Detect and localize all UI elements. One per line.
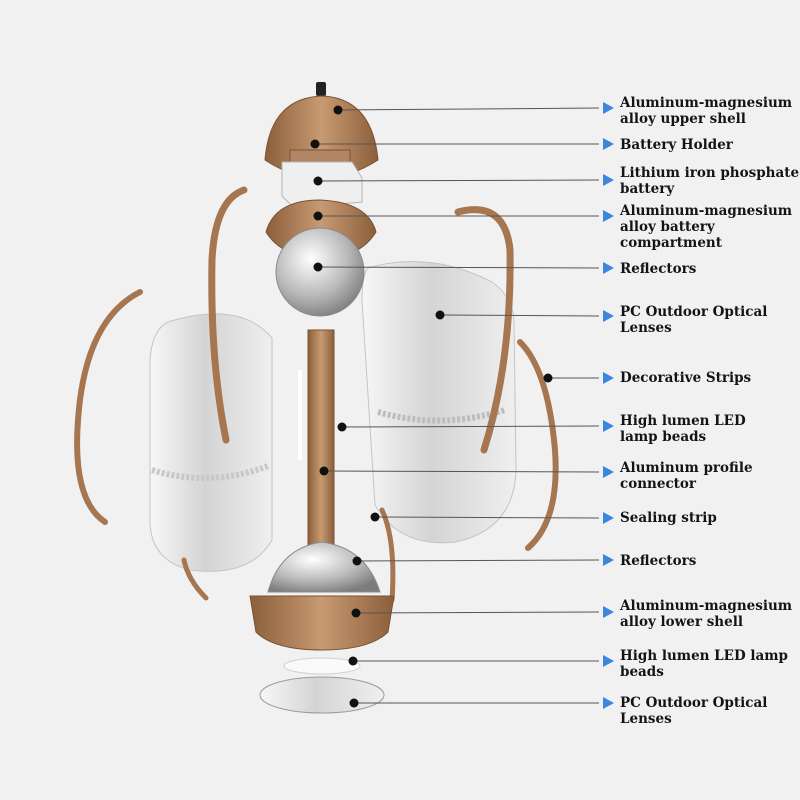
leader-line-lower-shell xyxy=(355,611,600,614)
callout-label-battery-compartment: Aluminum-magnesium alloy battery compart… xyxy=(620,203,793,251)
callout-label-reflectors-top: Reflectors xyxy=(620,261,697,277)
lower-shell-shape xyxy=(249,595,395,651)
callout-leaders xyxy=(310,105,600,708)
arrow-icon xyxy=(603,174,614,186)
arrow-icon xyxy=(603,554,614,566)
leader-line-lithium-battery xyxy=(317,179,600,182)
sealing-strip-left-shape xyxy=(181,557,209,601)
callout-label-pc-lenses-bottom: PC Outdoor Optical Lenses xyxy=(620,695,768,727)
leader-dot-pc-lenses-bottom xyxy=(349,698,359,708)
callout-label-battery-holder: Battery Holder xyxy=(620,137,733,153)
leader-dot-lithium-battery xyxy=(313,176,323,186)
decorative-strip-left-inner xyxy=(208,186,248,444)
led-ring-bottom-shape xyxy=(283,657,361,675)
arrow-icon xyxy=(603,102,614,114)
arrow-icon xyxy=(603,138,614,150)
left-lens-shell xyxy=(149,313,273,572)
arrow-icon xyxy=(603,512,614,524)
leader-dot-pc-lenses-side xyxy=(435,310,445,320)
leader-dot-decorative-strips xyxy=(543,373,553,383)
callout-label-led-beads-center: High lumen LED lamp beads xyxy=(620,413,746,445)
arrow-icon xyxy=(603,420,614,432)
leader-dot-battery-holder xyxy=(310,139,320,149)
decorative-strip-right-outer xyxy=(517,339,559,551)
bottom-lens-shape xyxy=(259,676,385,714)
callout-label-decorative-strips: Decorative Strips xyxy=(620,370,752,386)
arrow-icon xyxy=(603,466,614,478)
decorative-strip-right-inner xyxy=(454,206,514,454)
callout-label-led-beads-bottom: High lumen LED lamp beads xyxy=(620,648,788,680)
callout-label-pc-lenses-side: PC Outdoor Optical Lenses xyxy=(620,304,768,336)
leader-line-reflectors-top xyxy=(317,266,600,269)
leader-dot-led-beads-center xyxy=(337,422,347,432)
arrow-icon xyxy=(603,310,614,322)
decorative-strip-left-outer xyxy=(74,289,143,525)
leader-dot-sealing-strip xyxy=(370,512,380,522)
arrow-icon xyxy=(603,210,614,222)
leader-dot-upper-shell xyxy=(333,105,343,115)
arrow-icon xyxy=(603,606,614,618)
callout-label-upper-shell: Aluminum-magnesium alloy upper shell xyxy=(620,95,793,127)
callout-label-reflectors-bottom: Reflectors xyxy=(620,553,697,569)
leader-dot-battery-compartment xyxy=(313,211,323,221)
callout-label-lithium-battery: Lithium iron phosphate battery xyxy=(620,165,800,197)
leader-line-upper-shell xyxy=(337,107,600,111)
leader-line-reflectors-bottom xyxy=(356,559,600,562)
callout-label-lower-shell: Aluminum-magnesium alloy lower shell xyxy=(620,598,793,630)
callout-label-profile-connector: Aluminum profile connector xyxy=(620,460,753,492)
leader-line-led-beads-center xyxy=(341,425,600,428)
profile-connector-shape xyxy=(307,329,335,551)
leader-dot-led-beads-bottom xyxy=(348,656,358,666)
battery-shape xyxy=(281,161,363,209)
leader-line-pc-lenses-side xyxy=(439,314,600,317)
left-lens-pattern xyxy=(151,463,270,482)
reflector-top-shape xyxy=(275,227,365,317)
arrow-icon xyxy=(603,655,614,667)
leader-line-profile-connector xyxy=(323,470,600,473)
leader-line-sealing-strip xyxy=(374,516,600,519)
leader-dot-profile-connector xyxy=(319,466,329,476)
arrow-icon xyxy=(603,262,614,274)
top-knob xyxy=(316,82,326,96)
arrow-icon xyxy=(603,372,614,384)
reflector-bottom-shape xyxy=(267,541,381,593)
leader-dot-lower-shell xyxy=(351,608,361,618)
leader-dot-reflectors-bottom xyxy=(352,556,362,566)
right-lens-shell xyxy=(361,261,517,544)
sealing-strip-shape xyxy=(379,507,396,603)
arrow-icon xyxy=(603,697,614,709)
callout-label-sealing-strip: Sealing strip xyxy=(620,510,717,526)
leader-dot-reflectors-top xyxy=(313,262,323,272)
